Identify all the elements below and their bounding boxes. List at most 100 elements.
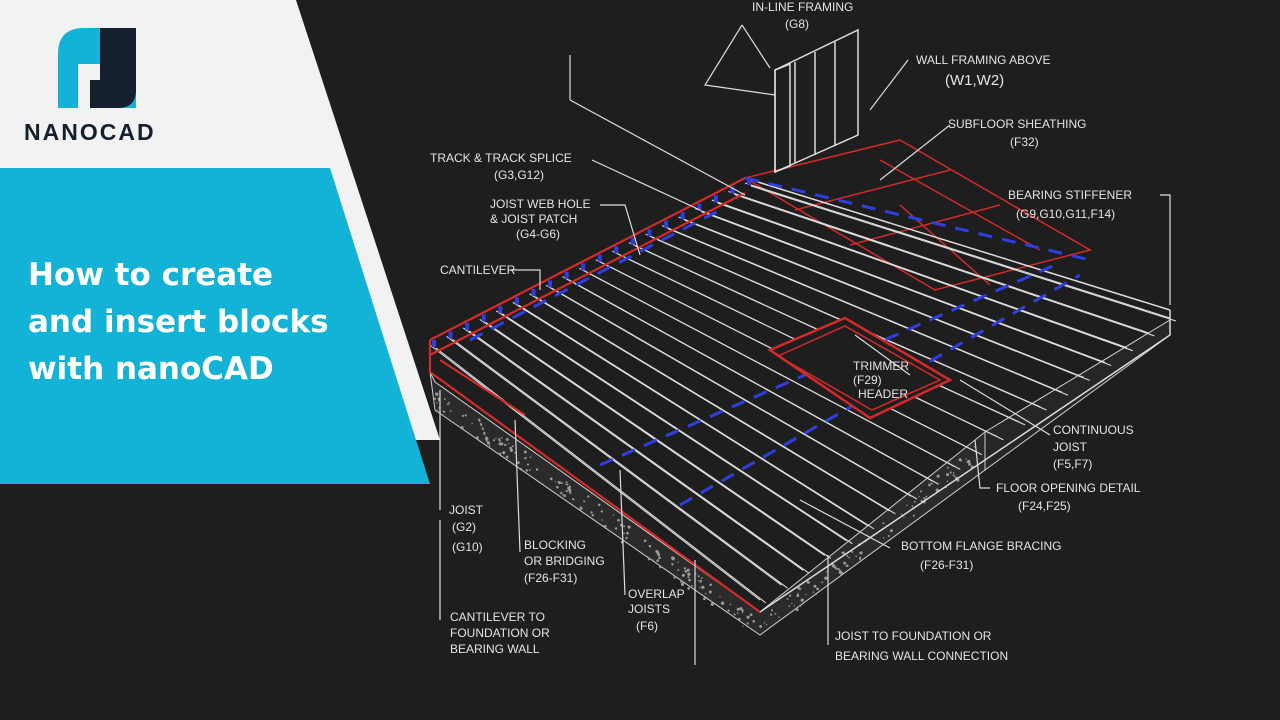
bearing-stiffener-mark: [448, 331, 453, 339]
aggregate-dot: [710, 602, 714, 606]
aggregate-dot: [562, 494, 564, 496]
aggregate-dot: [495, 437, 497, 440]
aggregate-dot: [583, 500, 586, 503]
aggregate-dot: [719, 596, 721, 598]
aggregate-dot: [687, 572, 691, 576]
aggregate-dot: [680, 580, 683, 583]
aggregate-dot: [508, 443, 510, 445]
aggregate-dot: [658, 565, 662, 569]
label-track-splice: TRACK & TRACK SPLICE: [430, 151, 572, 165]
label-cant-found-1: CANTILEVER TO: [450, 610, 545, 624]
bearing-stiffener-mark: [498, 305, 503, 313]
bearing-stiffener-mark: [465, 322, 470, 330]
aggregate-dot: [778, 616, 780, 619]
aggregate-dot: [825, 571, 828, 573]
aggregate-dot: [752, 620, 755, 623]
aggregate-dot: [614, 527, 618, 530]
aggregate-dot: [703, 597, 706, 601]
aggregate-dot: [627, 525, 631, 529]
aggregate-dot: [648, 544, 652, 548]
aggregate-dot: [969, 463, 971, 466]
aggregate-dot: [526, 463, 530, 466]
bearing-stiffener-mark: [548, 280, 553, 288]
aggregate-dot: [643, 539, 647, 543]
aggregate-dot: [626, 531, 629, 535]
label-overlap-ref: (F6): [636, 619, 658, 633]
aggregate-dot: [528, 468, 531, 471]
aggregate-dot: [656, 559, 659, 562]
aggregate-dot: [559, 492, 562, 495]
subfloor-sheathing: [743, 139, 1092, 291]
rim-track: [428, 177, 761, 613]
label-bottom-flange-ref: (F26-F31): [920, 558, 973, 572]
aggregate-dot: [704, 592, 707, 595]
bearing-stiffener-mark: [481, 314, 486, 322]
label-bottom-flange: BOTTOM FLANGE BRACING: [901, 539, 1061, 553]
aggregate-dot: [603, 524, 607, 529]
label-bearing-stiffener-ref: (G9,G10,G11,F14): [1016, 207, 1115, 221]
aggregate-dot: [953, 475, 956, 477]
aggregate-dot: [535, 468, 539, 471]
aggregate-dot: [843, 561, 847, 565]
aggregate-dot: [488, 445, 491, 447]
aggregate-dot: [671, 563, 674, 566]
aggregate-dot: [509, 448, 514, 453]
brand-name: NANOCAD: [24, 119, 156, 145]
bearing-stiffener-mark: [514, 297, 519, 305]
aggregate-dot: [741, 609, 744, 612]
bearing-stiffener-mark: [630, 237, 635, 245]
aggregate-dot: [565, 489, 568, 493]
aggregate-dot: [816, 587, 820, 591]
aggregate-dot: [739, 607, 743, 611]
aggregate-dot: [800, 598, 804, 602]
aggregate-dot: [699, 587, 701, 589]
aggregate-dot: [568, 488, 572, 492]
aggregate-dot: [741, 611, 744, 613]
aggregate-dot: [511, 445, 514, 448]
joist-line: [568, 279, 939, 485]
joist-line: [551, 287, 918, 500]
aggregate-dot: [928, 483, 931, 487]
aggregate-dot: [887, 534, 890, 538]
floor-framing-drawing: IN-LINE FRAMING (G8) WALL FRAMING ABOVE …: [428, 0, 1177, 665]
label-cantilever: CANTILEVER: [440, 263, 516, 277]
aggregate-dot: [502, 451, 506, 455]
joist-line: [701, 211, 1112, 367]
aggregate-dot: [788, 605, 791, 607]
aggregate-dot: [447, 403, 449, 406]
aggregate-dot: [565, 483, 567, 486]
foundation-front-face: [429, 371, 986, 636]
aggregate-dot: [590, 511, 593, 514]
joist-line: [728, 191, 1149, 334]
aggregate-dot: [442, 410, 444, 412]
joist-line: [678, 216, 1084, 378]
aggregate-dot: [485, 439, 488, 442]
aggregate-dot: [912, 514, 915, 517]
label-cant-found-2: FOUNDATION OR: [450, 626, 550, 640]
aggregate-dot: [967, 459, 971, 464]
label-subfloor-ref: (F32): [1010, 135, 1039, 149]
aggregate-dot: [936, 474, 940, 478]
aggregate-dot: [759, 624, 763, 628]
aggregate-dot: [683, 567, 687, 570]
aggregate-dot: [790, 611, 793, 613]
joist-line: [584, 270, 961, 470]
joist-line: [502, 313, 853, 545]
aggregate-dot: [835, 567, 838, 570]
aggregate-dot: [569, 491, 572, 494]
aggregate-dot: [484, 433, 486, 435]
aggregate-dot: [486, 441, 491, 445]
aggregate-dot: [688, 578, 691, 582]
aggregate-dot: [481, 427, 484, 430]
aggregate-dot: [625, 536, 628, 540]
aggregate-dot: [821, 581, 824, 584]
label-blocking-ref: (F26-F31): [524, 571, 577, 585]
label-continuous-1: CONTINUOUS: [1053, 423, 1134, 437]
aggregate-dot: [738, 617, 741, 621]
aggregate-dot: [931, 483, 933, 485]
joist-line: [734, 194, 1155, 337]
label-track-splice-ref: (G3,G12): [494, 168, 544, 182]
aggregate-dot: [651, 559, 654, 562]
bearing-stiffener-mark: [697, 203, 702, 211]
aggregate-dot: [623, 532, 625, 535]
